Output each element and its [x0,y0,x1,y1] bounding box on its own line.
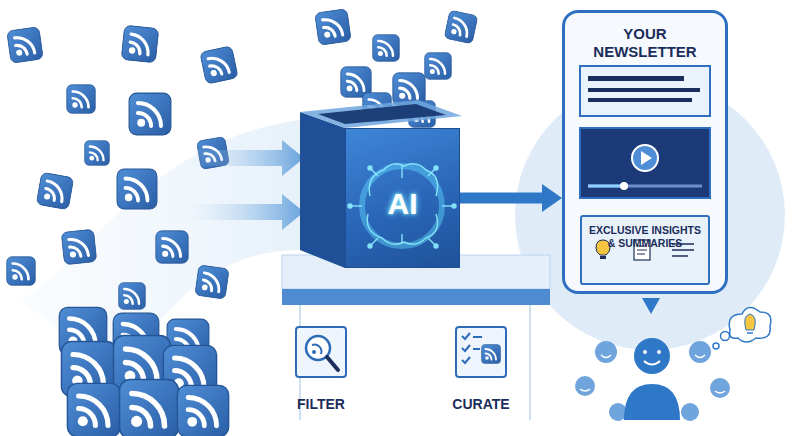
brain-circuit [348,164,456,248]
newsletter-phone: YOUR NEWSLETTER EXCLUSIVE INSIGHTS & SUMM… [562,10,728,294]
rss-icon [129,93,171,135]
rss-icon [200,46,238,84]
insights-panel: EXCLUSIVE INSIGHTS & SUMMARIES [580,215,710,285]
flow-arrow [460,184,562,212]
step-label: FILTER [271,396,371,412]
rss-icon [393,73,425,105]
rss-icon-cloud [7,9,478,436]
rss-icon [120,380,179,436]
rss-icon [7,27,43,63]
insights-heading: EXCLUSIVE INSIGHTS & SUMMARIES [586,224,704,250]
rss-icon [36,172,73,209]
rss-icon [85,141,110,166]
rss-icon [156,231,188,263]
rss-icon [61,229,96,264]
rss-icon [444,10,478,44]
input-arrow [190,140,304,176]
rss-icon [177,385,228,436]
rss-icon [482,345,501,364]
ai-label: AI [346,187,459,221]
filter-icon [306,336,338,370]
curate-icon-box: CURATE [455,326,507,378]
rss-icon [195,265,229,299]
newsletter-contents [580,66,710,260]
rss-icon [119,283,146,310]
rss-icon [67,85,96,114]
rss-icon [425,53,452,80]
filter-icon-box: FILTER [295,326,347,378]
newsletter-heading: YOUR NEWSLETTER [580,25,710,61]
audience [575,298,771,421]
ai-box-body [300,100,462,268]
rss-icon [315,9,351,45]
arrow-shaft [460,193,544,204]
curate-icon [462,333,501,364]
input-arrow [190,194,304,230]
rss-icon [373,35,400,62]
rss-icon [7,257,36,286]
rss-icon [117,169,157,209]
step-label: CURATE [431,396,531,412]
arrow-head [542,184,562,212]
rss-icon [67,383,120,436]
ai-processor-box: AI [345,128,460,268]
platform [282,255,550,420]
rss-icon [121,25,159,63]
